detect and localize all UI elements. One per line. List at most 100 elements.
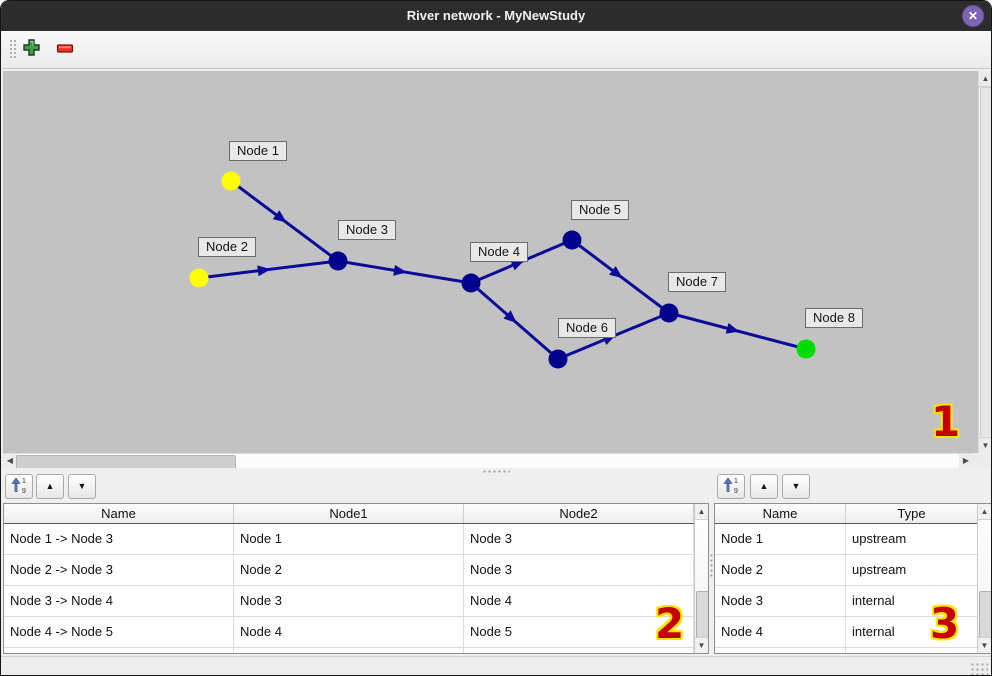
table-cell[interactable] bbox=[715, 648, 846, 653]
scroll-down-icon[interactable]: ▼ bbox=[695, 637, 708, 653]
column-header-node2[interactable]: Node2 bbox=[464, 504, 694, 523]
splitter-grip-icon bbox=[710, 553, 713, 579]
table-cell[interactable]: upstream bbox=[846, 524, 978, 554]
svg-text:9: 9 bbox=[22, 488, 26, 495]
scroll-down-icon[interactable]: ▼ bbox=[978, 637, 991, 653]
close-button[interactable]: ✕ bbox=[962, 5, 984, 27]
scroll-up-icon[interactable]: ▲ bbox=[695, 504, 708, 520]
nodes-move-down-button[interactable]: ▼ bbox=[782, 474, 810, 499]
table-cell[interactable]: Node 4 bbox=[715, 617, 846, 647]
splitter-grip-icon bbox=[482, 470, 510, 473]
main-toolbar bbox=[2, 31, 991, 69]
table-cell[interactable] bbox=[846, 648, 978, 653]
scroll-right-icon[interactable]: ▶ bbox=[959, 454, 973, 468]
table-row[interactable] bbox=[715, 648, 991, 653]
up-triangle-icon: ▲ bbox=[45, 481, 55, 491]
table-cell[interactable]: Node 2 bbox=[234, 555, 464, 585]
plus-icon bbox=[23, 38, 40, 56]
node-node-2[interactable] bbox=[189, 268, 209, 288]
node-node-4[interactable] bbox=[461, 273, 481, 293]
edge-arrow-icon bbox=[257, 265, 271, 277]
nodes-table-scrollbar[interactable]: ▲ ▼ bbox=[977, 504, 991, 653]
table-cell[interactable]: Node 1 bbox=[234, 524, 464, 554]
canvas-vscroll-thumb[interactable] bbox=[980, 87, 991, 438]
svg-text:1: 1 bbox=[734, 478, 738, 485]
table-cell[interactable]: Node 4 bbox=[464, 586, 694, 616]
remove-button[interactable] bbox=[52, 36, 78, 62]
nodes-move-up-button[interactable]: ▲ bbox=[750, 474, 778, 499]
node-node-3[interactable] bbox=[328, 251, 348, 271]
add-button[interactable] bbox=[19, 36, 45, 62]
column-header-node1[interactable]: Node1 bbox=[234, 504, 464, 523]
svg-text:1: 1 bbox=[22, 478, 26, 485]
links-sort-button[interactable]: 1 9 bbox=[5, 474, 33, 499]
table-cell[interactable]: Node 1 bbox=[715, 524, 846, 554]
table-cell[interactable] bbox=[4, 648, 234, 653]
toolbar-drag-handle-icon[interactable] bbox=[9, 39, 17, 60]
table-cell[interactable] bbox=[464, 648, 694, 653]
minus-icon bbox=[56, 43, 74, 53]
vertical-splitter[interactable] bbox=[709, 503, 714, 654]
statusbar bbox=[1, 656, 991, 675]
node-label: Node 2 bbox=[198, 237, 256, 257]
node-node-1[interactable] bbox=[221, 171, 241, 191]
scroll-left-icon[interactable]: ◀ bbox=[3, 454, 17, 468]
table-cell[interactable]: Node 4 -> Node 5 bbox=[4, 617, 234, 647]
column-header-type[interactable]: Type bbox=[846, 504, 978, 523]
canvas-vertical-scrollbar[interactable]: ▲ ▼ bbox=[978, 71, 991, 453]
horizontal-splitter[interactable] bbox=[1, 468, 991, 474]
node-node-8[interactable] bbox=[796, 339, 816, 359]
table-cell[interactable]: Node 4 bbox=[234, 617, 464, 647]
links-scroll-thumb[interactable] bbox=[696, 591, 708, 640]
node-node-7[interactable] bbox=[659, 303, 679, 323]
edge-arrow-icon bbox=[503, 310, 517, 323]
sort-ascending-icon: 1 9 bbox=[723, 477, 738, 495]
node-node-6[interactable] bbox=[548, 349, 568, 369]
table-cell[interactable]: Node 1 -> Node 3 bbox=[4, 524, 234, 554]
node-label: Node 6 bbox=[558, 318, 616, 338]
nodes-scroll-thumb[interactable] bbox=[979, 591, 991, 640]
scroll-up-icon[interactable]: ▲ bbox=[978, 504, 991, 520]
links-move-down-button[interactable]: ▼ bbox=[68, 474, 96, 499]
up-triangle-icon: ▲ bbox=[759, 481, 769, 491]
titlebar: River network - MyNewStudy ✕ bbox=[1, 1, 991, 31]
table-cell[interactable]: Node 3 bbox=[715, 586, 846, 616]
node-label: Node 8 bbox=[805, 308, 863, 328]
node-node-5[interactable] bbox=[562, 230, 582, 250]
canvas-horizontal-scrollbar[interactable]: ◀ ▶ bbox=[3, 453, 973, 469]
table-cell[interactable]: Node 5 bbox=[464, 617, 694, 647]
edge-arrow-icon bbox=[272, 210, 287, 223]
table-row[interactable] bbox=[4, 648, 708, 653]
column-header-name[interactable]: Name bbox=[715, 504, 846, 523]
nodes-sort-button[interactable]: 1 9 bbox=[717, 474, 745, 499]
node-label: Node 3 bbox=[338, 220, 396, 240]
table-cell[interactable] bbox=[234, 648, 464, 653]
canvas-hscroll-thumb[interactable] bbox=[16, 455, 236, 469]
resize-grip-icon[interactable] bbox=[970, 662, 988, 675]
table-cell[interactable]: Node 3 bbox=[464, 555, 694, 585]
table-cell[interactable]: Node 2 -> Node 3 bbox=[4, 555, 234, 585]
scroll-up-icon[interactable]: ▲ bbox=[979, 71, 991, 87]
column-header-name[interactable]: Name bbox=[4, 504, 234, 523]
node-label: Node 1 bbox=[229, 141, 287, 161]
table-cell[interactable]: Node 3 bbox=[464, 524, 694, 554]
table-cell[interactable]: Node 2 bbox=[715, 555, 846, 585]
links-move-up-button[interactable]: ▲ bbox=[36, 474, 64, 499]
table-cell[interactable]: Node 3 bbox=[234, 586, 464, 616]
table-cell[interactable]: upstream bbox=[846, 555, 978, 585]
scroll-down-icon[interactable]: ▼ bbox=[979, 437, 991, 453]
table-cell[interactable]: Node 3 -> Node 4 bbox=[4, 586, 234, 616]
links-table-scrollbar[interactable]: ▲ ▼ bbox=[694, 504, 708, 653]
